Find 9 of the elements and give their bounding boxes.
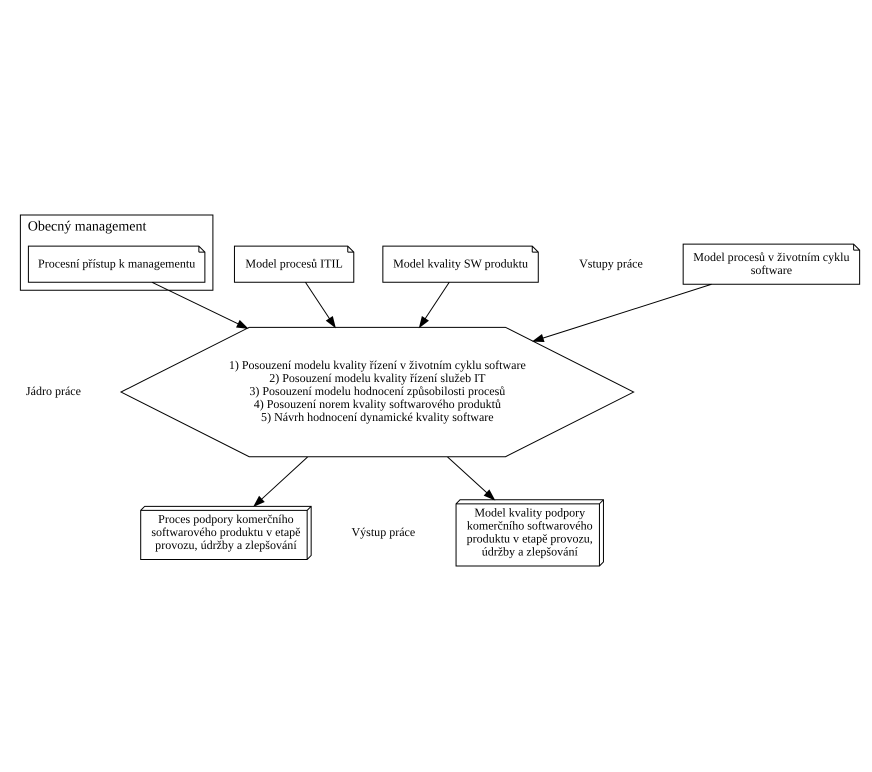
arrow xyxy=(532,283,712,342)
arrow xyxy=(418,282,450,328)
label: Výstup práce xyxy=(351,524,416,539)
arrow xyxy=(305,282,336,328)
label: Vstupy práce xyxy=(579,256,643,270)
arrow xyxy=(446,456,496,500)
arrow xyxy=(152,281,249,328)
label: Jádro práce xyxy=(26,384,81,398)
arrow xyxy=(253,456,308,507)
